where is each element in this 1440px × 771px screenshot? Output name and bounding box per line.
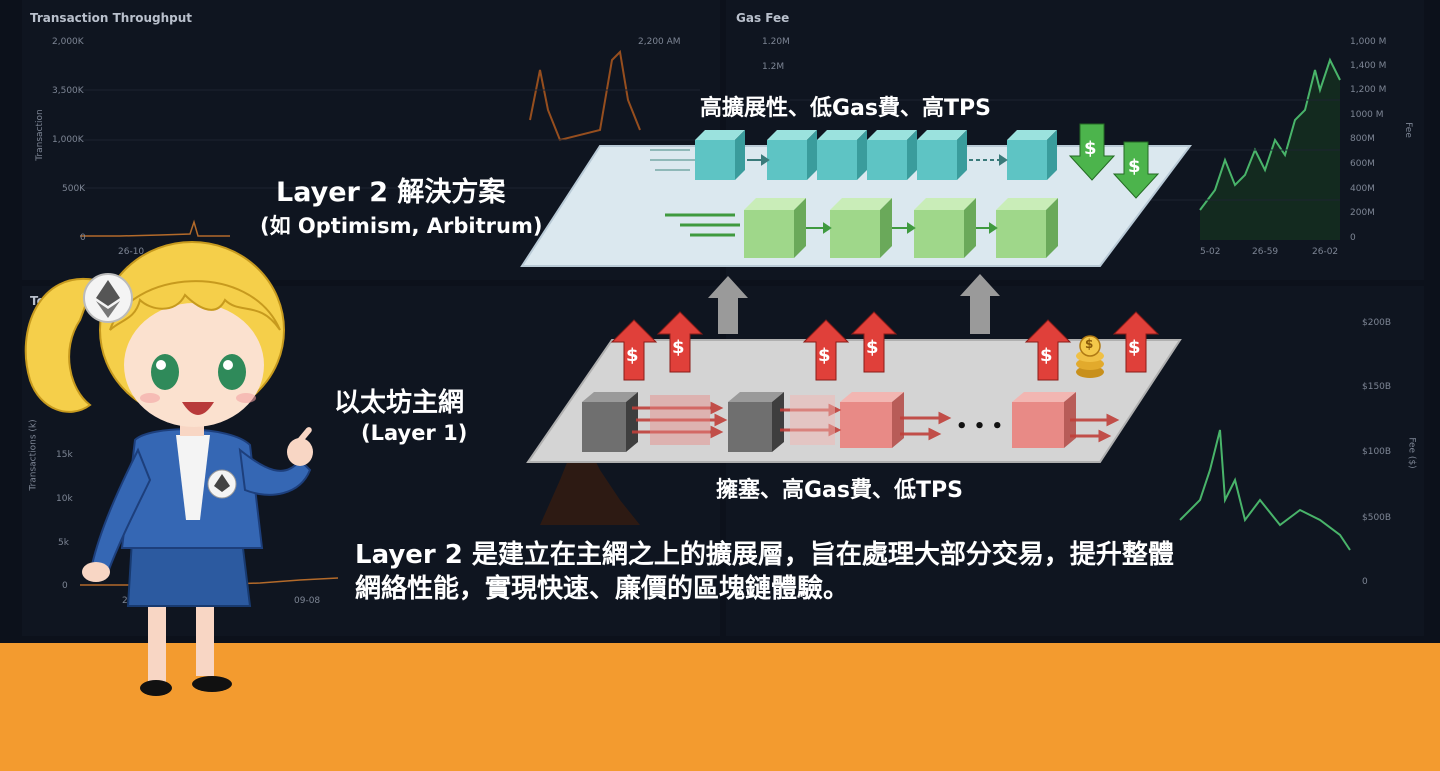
- throughput-spike-line: [529, 49, 641, 142]
- gas-fee-xtick: 26-02: [1312, 247, 1339, 257]
- throughput-ytick: 1,000K: [52, 135, 84, 145]
- coin-dollar-sign: $: [1085, 337, 1094, 351]
- gas-fee-ytick-right: 0: [1350, 233, 1356, 243]
- total-tx-spike: [540, 430, 640, 525]
- throughput-title: Transaction Throughput: [30, 11, 193, 25]
- total-tx-ytick: 15k: [56, 450, 73, 460]
- throughput-ytick: 500K: [62, 184, 86, 194]
- layer2-top-label: 高擴展性、低Gas費、高TPS: [700, 96, 991, 121]
- throughput-ytick: 0: [80, 233, 86, 243]
- throughput-right-tick: 2,200 AM: [638, 37, 681, 47]
- dollar-sign: $: [1128, 156, 1141, 177]
- gas-fee-ytick-right: 1,200 M: [1350, 85, 1387, 95]
- total-tx-ytick: 0: [62, 581, 68, 591]
- mascot-ponytail: [24, 277, 97, 413]
- layer2-green-flow: [665, 213, 740, 237]
- caption-line: 網絡性能，實現快速、廉價的區塊鏈體驗。: [355, 574, 850, 604]
- dollar-sign: $: [818, 345, 831, 366]
- throughput-line: [80, 219, 230, 237]
- dollar-sign: $: [1084, 138, 1097, 159]
- fee-value-ytick: 0: [1362, 577, 1368, 587]
- gas-fee-ytick-right: 400M: [1350, 184, 1375, 194]
- gas-fee-ytick-left: 1.2M: [762, 62, 785, 72]
- gas-fee-xtick: 26-59: [1252, 247, 1279, 257]
- total-tx-xtick: 09-08: [294, 596, 321, 606]
- gas-fee-line: [1199, 57, 1341, 211]
- layer2-speed-lines: [650, 149, 700, 171]
- gas-fee-ytick-right: 1,000 M: [1350, 37, 1387, 47]
- throughput-xtick: 26-10: [118, 247, 145, 257]
- gas-fee-ytick-right: 600M: [1350, 159, 1375, 169]
- gas-fee-xtick: 5-02: [1200, 247, 1221, 257]
- layer1-to-layer2-arrows: [708, 274, 1000, 334]
- gas-fee-area: [1200, 60, 1340, 240]
- total-tx-ytick: 5k: [58, 538, 69, 548]
- gas-fee-ytick-right: 1000 M: [1350, 110, 1384, 120]
- gas-fee-ytick-right: 1,400 M: [1350, 61, 1387, 71]
- dollar-sign: $: [1128, 337, 1141, 358]
- throughput-ytick: 3,500K: [52, 86, 84, 96]
- layer1-bottom-label: 擁塞、高Gas費、低TPS: [716, 478, 963, 503]
- gas-fee-ytick-right: 800M: [1350, 134, 1375, 144]
- gas-fee-ytick-right: 200M: [1350, 208, 1375, 218]
- layer2-subtitle: (如 Optimism, Arbitrum): [260, 214, 543, 238]
- dollar-sign: $: [866, 337, 879, 358]
- fee-value-ytick: $150B: [1362, 382, 1392, 392]
- caption-line: Layer 2 是建立在主網之上的擴展層，旨在處理大部分交易，提升整體: [355, 540, 1174, 570]
- gas-fee-title: Gas Fee: [736, 11, 790, 25]
- fee-value-ytick: $100B: [1362, 447, 1392, 457]
- total-tx-ytick: 10k: [56, 494, 73, 504]
- layer2-title: Layer 2 解決方案: [276, 177, 506, 208]
- bottom-bar: [0, 643, 1440, 771]
- gas-fee-ytick-left: 1.20M: [762, 37, 790, 47]
- layer2-flow-arrows: [747, 154, 1008, 166]
- coins-icon: [1076, 335, 1104, 378]
- dollar-sign: $: [1040, 345, 1053, 366]
- fee-value-ytick: $200B: [1362, 318, 1392, 328]
- throughput-ytick: 2,000K: [52, 37, 84, 47]
- layer1-title: 以太坊主網: [334, 388, 465, 418]
- layer2-green-connectors: [806, 222, 998, 234]
- fee-value-ytick: $500B: [1362, 513, 1392, 523]
- ellipsis: • • •: [956, 416, 1004, 437]
- dollar-sign: $: [626, 345, 639, 366]
- dollar-sign: $: [672, 337, 685, 358]
- caption: Layer 2 是建立在主網之上的擴展層，旨在處理大部分交易，提升整體 網絡性能…: [355, 538, 1335, 606]
- layer1-subtitle: (Layer 1): [361, 421, 468, 445]
- fee-value-line: [1179, 429, 1351, 551]
